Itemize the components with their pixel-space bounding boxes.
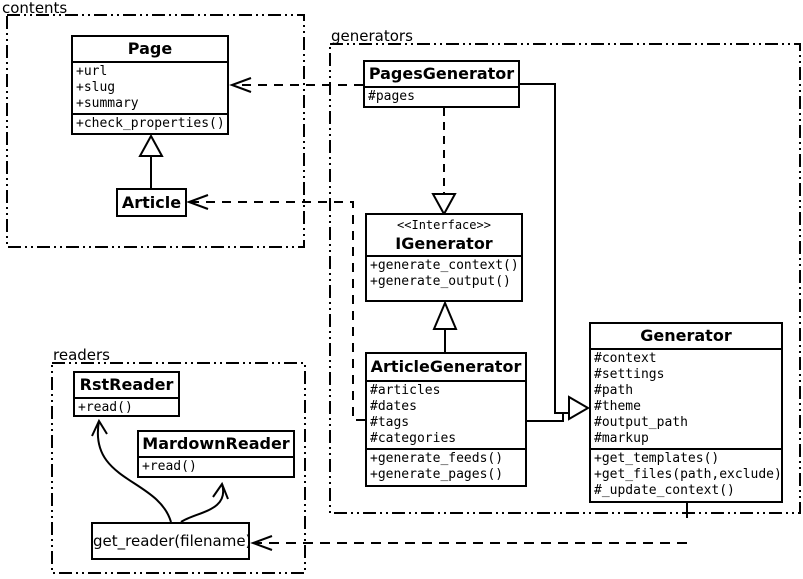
class-page: Page +url +slug +summary +check_properti… (71, 35, 229, 135)
class-articlegenerator-title: ArticleGenerator (370, 357, 522, 376)
contents-package-border (6, 14, 305, 248)
readers-package-border (51, 362, 306, 574)
class-articlegenerator: ArticleGenerator #articles #dates #tags … (365, 352, 527, 487)
class-articlegenerator-methods: +generate_feeds() +generate_pages() (367, 448, 525, 484)
attribute: #settings (594, 367, 665, 382)
dependency-pagesgenerator-page (229, 77, 363, 93)
attribute: #output_path (594, 415, 688, 430)
method: +read() (142, 459, 197, 474)
attribute: #categories (370, 431, 457, 446)
attribute: #theme (594, 399, 641, 414)
method: +generate_pages() (370, 467, 504, 482)
inheritance-generators-generator (520, 83, 590, 422)
method: #_update_context() (594, 483, 735, 498)
class-generator-title: Generator (640, 326, 732, 345)
class-generator-attributes: #context #settings #path #theme #output_… (591, 348, 781, 448)
class-generator-methods: +get_templates() +get_files(path,exclude… (591, 448, 781, 500)
attribute: #context (594, 351, 657, 366)
package-label-generators: generators (331, 27, 413, 45)
method: +check_properties() (76, 116, 225, 131)
package-label-contents: contents (2, 0, 68, 17)
class-igenerator-methods: +generate_context() +generate_output() (367, 255, 521, 291)
attribute: #markup (594, 431, 649, 446)
class-igenerator: <<Interface>> IGenerator +generate_conte… (365, 213, 523, 302)
class-article: Article (116, 188, 187, 217)
attribute: #tags (370, 415, 410, 430)
class-pagesgenerator: PagesGenerator #pages (363, 60, 520, 108)
class-igenerator-title: IGenerator (395, 234, 493, 253)
attribute: #pages (368, 89, 415, 104)
realization-articlegenerator-igenerator (432, 300, 458, 352)
attribute: +summary (76, 96, 139, 111)
attribute: #articles (370, 383, 441, 398)
realization-pagesgenerator-igenerator (431, 108, 457, 217)
class-page-title: Page (127, 39, 173, 58)
dependency-articlegenerator-article (186, 194, 365, 421)
function-box-get-reader: get_reader(filename) (91, 522, 252, 560)
class-pagesgenerator-attributes: #pages (365, 86, 518, 106)
class-page-methods: +check_properties() (73, 113, 227, 133)
attribute: #dates (370, 399, 417, 414)
class-rstreader: RstReader +read() (73, 371, 180, 417)
class-rstreader-methods: +read() (75, 397, 178, 417)
method: +read() (78, 400, 133, 415)
class-igenerator-stereotype: <<Interface>> (397, 218, 491, 232)
method: +generate_feeds() (370, 451, 504, 466)
attribute: +url (76, 64, 108, 79)
function-box-label: get_reader(filename) (93, 532, 252, 550)
class-mardownreader-methods: +read() (139, 456, 293, 476)
class-page-attributes: +url +slug +summary (73, 61, 227, 113)
generators-package-border (329, 43, 801, 514)
class-pagesgenerator-title: PagesGenerator (368, 64, 515, 83)
arrow-getreader-mardownreader (180, 481, 229, 523)
class-articlegenerator-attributes: #articles #dates #tags #categories (367, 380, 525, 448)
method: +get_templates() (594, 451, 720, 466)
inheritance-article-page (138, 133, 164, 188)
arrow-getreader-rstreader (91, 418, 172, 523)
class-rstreader-title: RstReader (79, 375, 174, 394)
attribute: +slug (76, 80, 116, 95)
class-article-title: Article (121, 193, 182, 212)
dependency-generator-getreader (250, 503, 688, 551)
class-generator: Generator #context #settings #path #them… (589, 322, 783, 503)
method: +generate_output() (370, 274, 511, 289)
class-mardownreader: MardownReader +read() (137, 430, 295, 478)
method: +get_files(path,exclude) (594, 467, 781, 482)
method: +generate_context() (370, 258, 519, 273)
attribute: #path (594, 383, 634, 398)
package-label-readers: readers (53, 346, 110, 364)
class-mardownreader-title: MardownReader (142, 434, 290, 453)
